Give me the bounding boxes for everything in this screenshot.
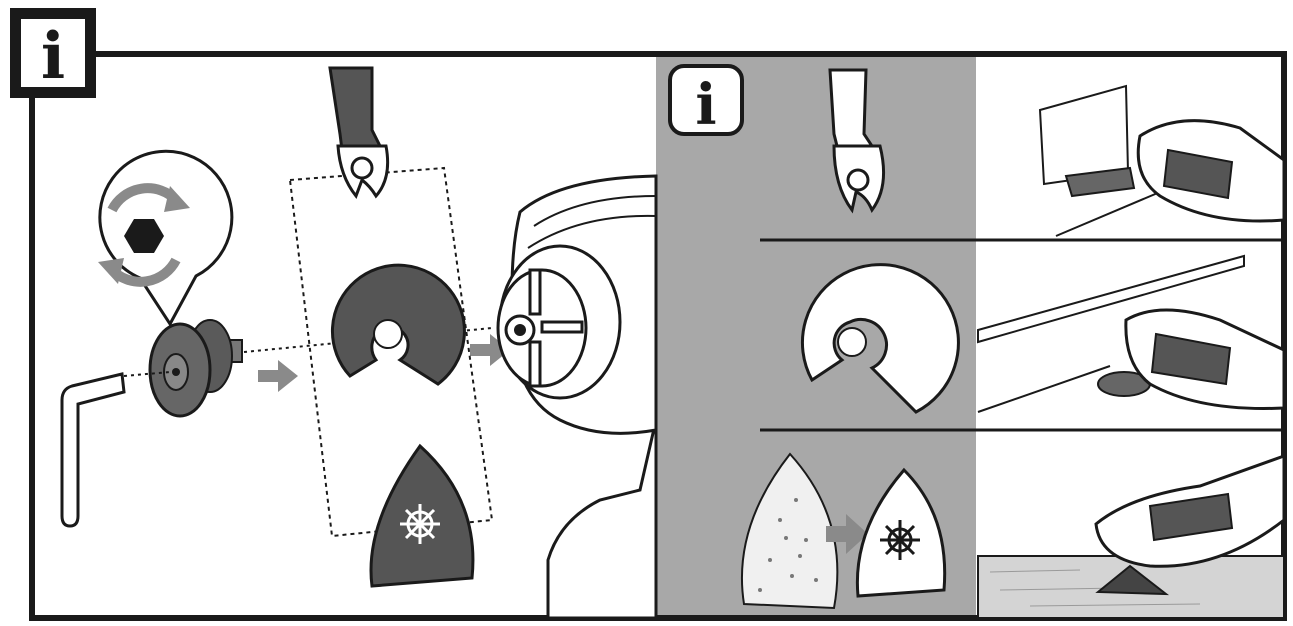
plunge-cut-example <box>1038 84 1286 237</box>
main-info-letter: i <box>41 19 65 94</box>
rotation-callout <box>98 149 234 327</box>
sandpaper-sheet-icon <box>740 452 839 610</box>
hex-key-icon <box>60 372 126 528</box>
main-info-badge: i <box>10 8 96 98</box>
segment-saw-blade-icon <box>800 263 960 414</box>
flange-screw-icon <box>148 319 243 418</box>
multi-tool-icon <box>496 174 658 620</box>
plunge-blade-icon <box>328 66 390 199</box>
flush-cut-example <box>977 254 1286 413</box>
segment-saw-blade-icon <box>330 263 466 386</box>
panel-info-badge: i <box>668 64 744 138</box>
push-arrow-icon <box>258 360 298 392</box>
panel-info-letter: i <box>695 72 716 138</box>
push-arrow-icon <box>826 514 868 554</box>
plunge-blade-icon <box>828 68 886 214</box>
hex-socket-icon <box>124 219 164 253</box>
sanding-pad-icon <box>855 467 947 598</box>
sanding-pad-icon <box>369 443 475 588</box>
sanding-example <box>977 453 1286 619</box>
assembly-axis-lines <box>123 327 493 377</box>
rotate-arrows-icon <box>98 183 190 287</box>
